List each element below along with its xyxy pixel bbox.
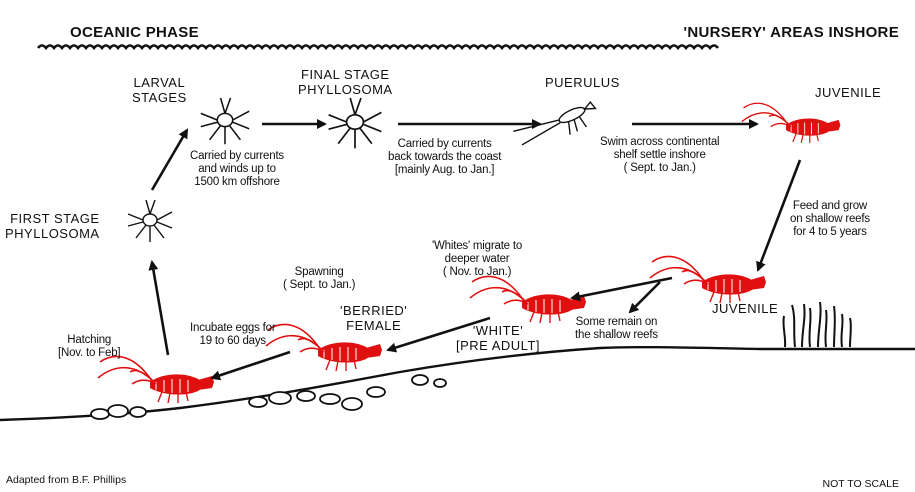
credit-text: Adapted from B.F. Phillips: [6, 474, 126, 486]
note-hatching: Hatching [Nov. to Feb]: [58, 334, 120, 360]
larval-stages-icon: [201, 98, 249, 144]
header-oceanic-phase: OCEANIC PHASE: [70, 24, 199, 41]
label-first-phyllosoma: FIRST STAGE PHYLLOSOMA: [5, 212, 100, 242]
arrow-hatching-to-first: [152, 262, 168, 355]
puerulus-icon: [513, 96, 601, 156]
label-puerulus: PUERULUS: [545, 76, 620, 91]
label-white-pre-adult: 'WHITE' [PRE ADULT]: [456, 324, 540, 354]
final-stage-phyllosoma-icon: [329, 98, 382, 148]
note-incubate: Incubate eggs for 19 to 60 days: [190, 322, 275, 348]
reef-seagrass: [783, 302, 850, 347]
note-settle-inshore: Swim across continental shelf settle ins…: [600, 136, 719, 176]
note-back-to-coast: Carried by currents back towards the coa…: [388, 138, 501, 178]
sea-surface-wave: [38, 46, 718, 49]
label-larval-stages: LARVAL STAGES: [132, 76, 187, 106]
arrow-juvenile-to-white: [572, 278, 672, 298]
note-spawning: Spawning ( Sept. to Jan.): [283, 266, 355, 292]
rocks: [91, 375, 446, 419]
label-berried-female: 'BERRIED' FEMALE: [340, 304, 407, 334]
header-nursery-areas: 'NURSERY' AREAS INSHORE: [684, 24, 899, 41]
first-stage-phyllosoma-icon: [128, 200, 172, 242]
note-whites-migrate: 'Whites' migrate to deeper water ( Nov. …: [432, 240, 522, 280]
white-pre-adult-lobster: [470, 276, 586, 323]
note-larval-drift: Carried by currents and winds up to 1500…: [190, 150, 284, 190]
scale-note: NOT TO SCALE: [823, 478, 899, 490]
arrow-berried-to-hatching: [212, 352, 290, 378]
label-final-phyllosoma: FINAL STAGE PHYLLOSOMA: [298, 68, 393, 98]
note-some-remain: Some remain on the shallow reefs: [575, 316, 658, 342]
hatching-lobster: [98, 356, 214, 403]
label-juvenile-reef: JUVENILE: [712, 302, 778, 317]
arrow-first-to-larval: [152, 130, 187, 190]
label-juvenile-top: JUVENILE: [815, 86, 881, 101]
note-feed-grow: Feed and grow on shallow reefs for 4 to …: [790, 200, 870, 240]
